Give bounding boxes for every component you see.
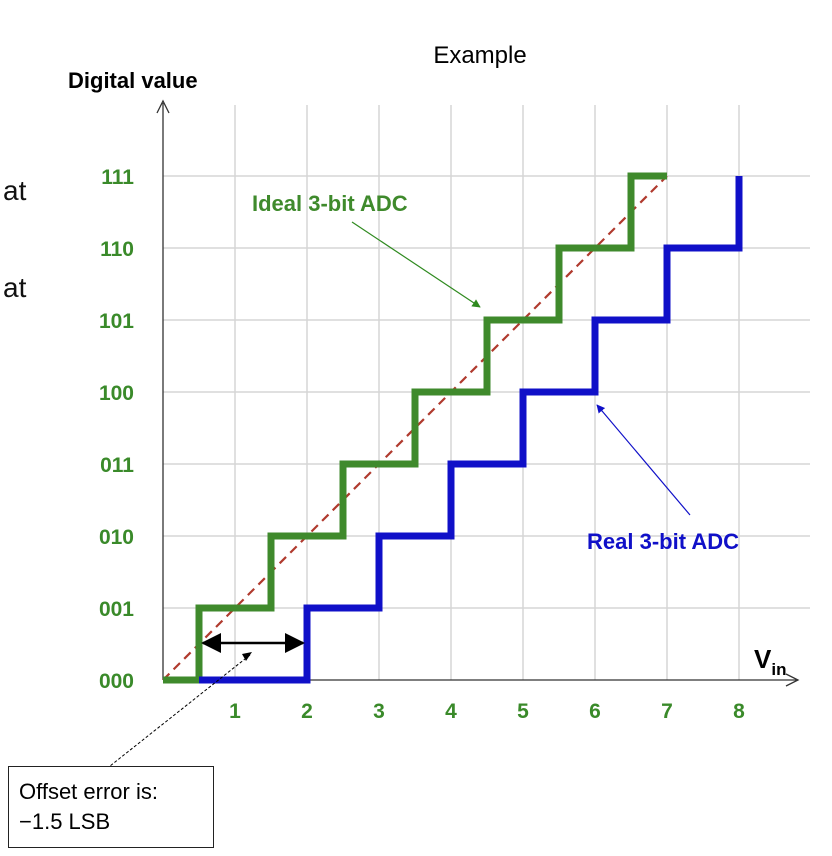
offset-note-pointer-head [242,652,252,661]
real-adc-staircase [199,176,743,684]
x-tick-2: 2 [301,700,313,723]
offset-note-line2: −1.5 LSB [19,809,111,834]
offset-error-note: Offset error is: −1.5 LSB [8,766,214,848]
x-tick-1: 1 [229,700,241,723]
y-tick-111: 111 [101,166,134,189]
x-axis-arrowhead [785,673,800,687]
x-axis-title: Vin [754,644,786,679]
ideal-adc-staircase [163,172,667,684]
y-tick-110: 110 [100,238,134,261]
y-tick-011: 011 [100,454,134,477]
series-layer [162,172,743,684]
x-axis-title-sub: in [771,660,786,679]
y-tick-001: 001 [99,598,134,621]
chart-title: Example [433,42,526,69]
y-tick-100: 100 [99,382,134,405]
x-tick-5: 5 [517,700,529,723]
offset-note-line1: Offset error is: [19,779,158,804]
y-tick-010: 010 [99,526,134,549]
x-axis-title-main: V [754,644,772,674]
tick-labels: 1 2 3 4 5 6 7 8 000 001 010 011 100 101 110 111 [99,166,745,723]
x-tick-3: 3 [373,700,385,723]
x-tick-7: 7 [661,700,673,723]
x-tick-6: 6 [589,700,601,723]
ideal-label-pointer [351,221,481,308]
ideal-series-label: Ideal 3-bit ADC [252,191,408,216]
y-tick-000: 000 [99,670,134,693]
real-label-pointer [596,404,691,516]
side-text-1: at [3,175,27,206]
y-tick-101: 101 [99,310,134,333]
y-axis-arrowhead [156,99,170,114]
y-axis-title: Digital value [68,68,198,93]
ideal-transfer-dashed-line [162,175,668,681]
x-tick-4: 4 [445,700,457,723]
real-series-label: Real 3-bit ADC [587,529,739,554]
x-tick-8: 8 [733,700,745,723]
side-text-2: at [3,272,27,303]
